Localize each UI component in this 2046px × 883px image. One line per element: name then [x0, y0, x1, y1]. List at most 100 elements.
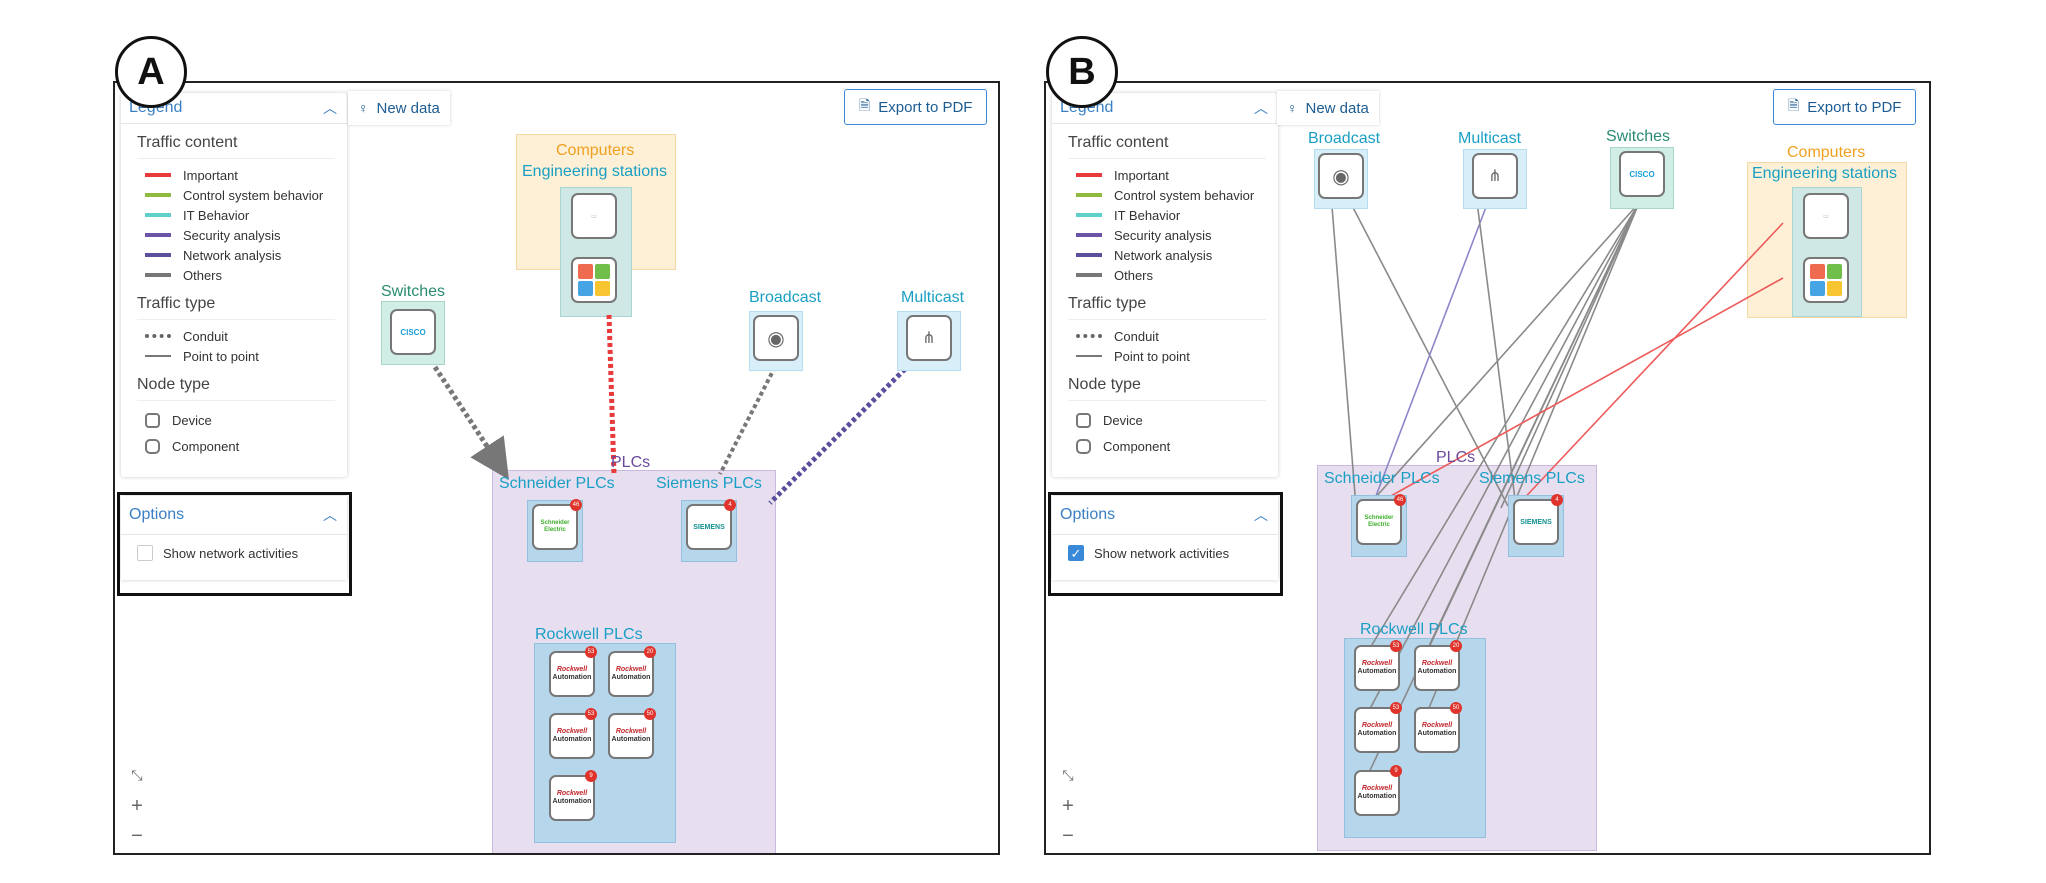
rockwell-logo-line-1: Rockwell — [1361, 785, 1393, 792]
options-highlight-frame — [117, 492, 352, 596]
legend-label: IT Behavior — [183, 207, 250, 223]
multicast-icon: ⋔ — [922, 330, 936, 347]
engineering-station-node-1[interactable]: ▭ — [1803, 193, 1849, 239]
conduit-swatch — [1076, 334, 1102, 338]
network-map-panel-b: Computers Engineering stations PLCs Schn… — [1044, 81, 1931, 855]
legend-label: Others — [183, 267, 223, 283]
component-swatch — [1076, 438, 1091, 454]
options-header[interactable]: Options ︿ — [1052, 496, 1278, 535]
chevron-up-icon[interactable]: ︿ — [1254, 507, 1268, 523]
legend-label: Point to point — [183, 348, 259, 364]
plcs-group-label: PLCs — [611, 454, 651, 471]
zoom-out-button[interactable]: − — [131, 825, 143, 847]
conduit-engineering-plcs[interactable] — [606, 314, 617, 475]
switch-node[interactable]: CISCO — [390, 309, 436, 355]
schneider-plc-node[interactable]: Schneider Electric — [1356, 499, 1402, 545]
show-network-activities-row[interactable]: Show network activities — [137, 545, 347, 561]
show-network-activities-checkbox[interactable]: ✓ — [1068, 545, 1084, 561]
fit-screen-icon[interactable]: ⤡ — [1062, 767, 1074, 783]
export-pdf-button[interactable]: 🗎Export to PDF — [844, 89, 988, 125]
link-broadcast-schneider[interactable] — [1330, 193, 1357, 508]
export-pdf-button[interactable]: 🗎Export to PDF — [1773, 89, 1917, 125]
workstation-icon: ▭ — [591, 213, 597, 220]
component-swatch — [145, 438, 160, 454]
legend-label: IT Behavior — [1114, 207, 1181, 223]
p2p-swatch — [1076, 355, 1102, 357]
link-switch-schneider[interactable] — [1365, 202, 1640, 509]
rockwell-logo-line-2: Automation — [611, 736, 651, 743]
rockwell-logo-line-2: Automation — [1417, 668, 1457, 675]
new-data-label: New data — [1305, 99, 1369, 117]
legend-label: Important — [1114, 167, 1169, 183]
conduit-switches-plcs[interactable] — [432, 365, 509, 480]
rockwell-alert-badge-1: 53 — [585, 646, 597, 658]
multicast-node[interactable]: ⋔ — [906, 315, 952, 361]
rockwell-logo-line-1: Rockwell — [1421, 722, 1453, 729]
rockwell-alert-badge-2: 20 — [1450, 640, 1462, 652]
legend-label: Conduit — [1114, 328, 1159, 344]
link-multicast-siemens[interactable] — [1475, 193, 1517, 508]
show-network-activities-row[interactable]: ✓ Show network activities — [1068, 545, 1278, 561]
rockwell-alert-badge-3: 53 — [585, 708, 597, 720]
export-pdf-label: Export to PDF — [878, 98, 973, 116]
zoom-out-button[interactable]: − — [1062, 825, 1074, 847]
rockwell-alert-badge-4: 50 — [644, 708, 656, 720]
legend-label: Component — [1103, 438, 1171, 454]
show-network-activities-checkbox[interactable] — [137, 545, 153, 561]
link-switch-siemens[interactable] — [1500, 202, 1640, 509]
chevron-up-icon[interactable]: ︿ — [323, 100, 337, 116]
multicast-node[interactable]: ⋔ — [1472, 153, 1518, 199]
link-broadcast-siemens[interactable] — [1345, 193, 1509, 507]
control-swatch — [145, 193, 171, 197]
security-swatch — [1076, 233, 1102, 237]
rockwell-logo-line-1: Rockwell — [556, 790, 588, 797]
switch-node[interactable]: CISCO — [1619, 151, 1665, 197]
broadcast-node[interactable]: ◉ — [753, 315, 799, 361]
schneider-logo: Schneider Electric — [1364, 515, 1394, 528]
new-data-button[interactable]: ♀New data — [348, 91, 450, 125]
legend-item-control: Control system behavior — [1076, 185, 1278, 205]
workstation-icon: ▭ — [1823, 213, 1829, 220]
options-header[interactable]: Options ︿ — [121, 496, 347, 535]
new-data-button[interactable]: ♀New data — [1277, 91, 1379, 125]
switches-label: Switches — [1606, 128, 1671, 145]
zoom-in-button[interactable]: + — [1062, 795, 1074, 817]
broadcast-node[interactable]: ◉ — [1318, 153, 1364, 199]
conduit-broadcast-plcs[interactable] — [718, 366, 777, 475]
legend-label: Component — [172, 438, 240, 454]
zoom-in-button[interactable]: + — [131, 795, 143, 817]
siemens-plc-node[interactable]: SIEMENS — [1513, 499, 1559, 545]
siemens-logo: SIEMENS — [693, 523, 725, 531]
legend-item-important: Important — [145, 165, 347, 185]
it-swatch — [145, 213, 171, 217]
legend-item-control: Control system behavior — [145, 185, 347, 205]
chevron-up-icon[interactable]: ︿ — [1254, 100, 1268, 116]
legend-item-component: Component — [1076, 433, 1278, 459]
conduit-multicast-plcs[interactable] — [768, 367, 907, 505]
fit-screen-icon[interactable]: ⤡ — [131, 767, 143, 783]
engineering-station-node-2[interactable] — [571, 257, 617, 303]
important-swatch — [145, 173, 171, 177]
chevron-up-icon[interactable]: ︿ — [323, 507, 337, 523]
schneider-logo: Schneider Electric — [540, 520, 570, 533]
legend-item-device: Device — [1076, 407, 1278, 433]
multicast-label: Multicast — [1458, 130, 1522, 147]
engineering-station-node-1[interactable]: ▭ — [571, 193, 617, 239]
engineering-station-node-2[interactable] — [1803, 257, 1849, 303]
siemens-plc-node[interactable]: SIEMENS — [686, 504, 732, 550]
schneider-plc-node[interactable]: Schneider Electric — [532, 504, 578, 550]
